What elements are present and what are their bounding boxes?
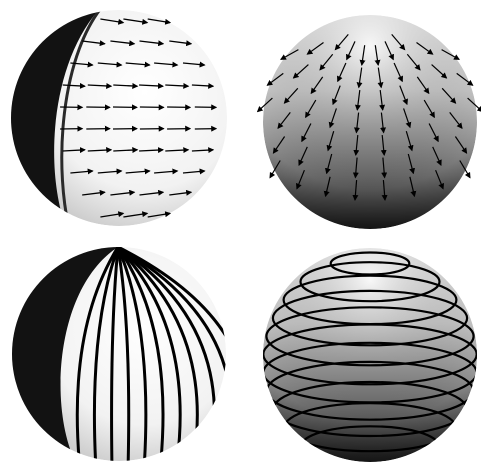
sphere-c — [12, 240, 249, 464]
sphere-b — [263, 15, 477, 229]
panel-c — [12, 240, 249, 464]
panel-a — [11, 0, 227, 240]
panel-b — [258, 15, 481, 229]
sphere-d — [263, 248, 477, 464]
sphere-a — [11, 0, 227, 240]
panel-d — [263, 248, 477, 464]
